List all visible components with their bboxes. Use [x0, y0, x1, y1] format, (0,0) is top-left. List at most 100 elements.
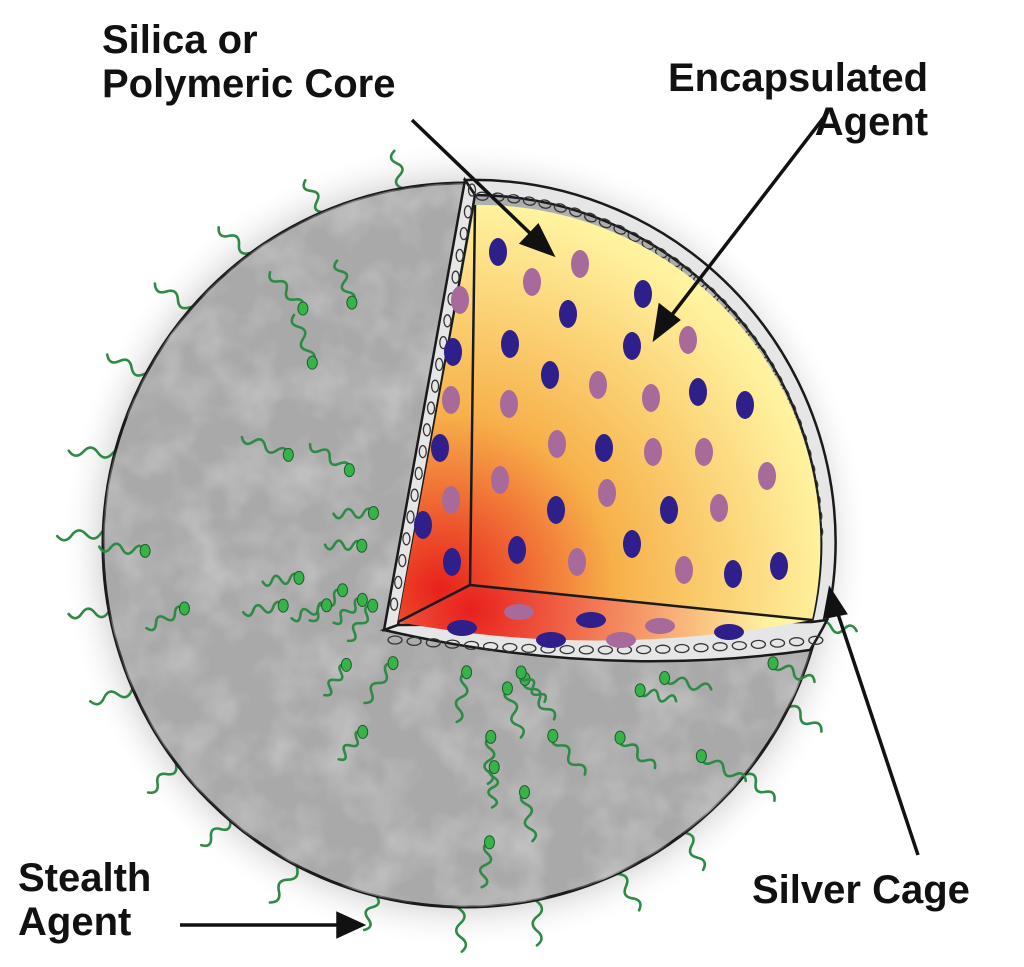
- cage-cell: [788, 637, 805, 647]
- cage-cell: [459, 226, 468, 241]
- core-floor: [398, 585, 812, 641]
- arrow-stealth-head: [336, 911, 367, 939]
- stealth-strand: [240, 435, 290, 457]
- cage-cell: [389, 597, 399, 611]
- cage-cell: [394, 575, 403, 590]
- cage-cell: [467, 183, 477, 197]
- agent-dot: [568, 548, 586, 576]
- cage-cell: [538, 199, 552, 209]
- stealth-strand: [518, 671, 548, 704]
- agent-dot: [695, 438, 713, 466]
- agent-dot: [491, 466, 509, 494]
- stealth-strand: [290, 601, 328, 623]
- cage-cell: [507, 194, 521, 204]
- stealth-strand-head: [356, 592, 368, 607]
- stealth-strand: [323, 663, 348, 697]
- cage-cell: [731, 640, 747, 651]
- agent-dot: [559, 300, 577, 328]
- label-encapsulated-agent: Encapsulated Agent: [668, 56, 928, 144]
- cage-cell: [635, 644, 652, 655]
- stealth-strand-head: [387, 656, 399, 671]
- cage-cell: [502, 642, 518, 653]
- stealth-strand: [337, 730, 364, 762]
- arrow-silver-head: [822, 585, 848, 620]
- label-core: Silica or Polymeric Core: [102, 18, 395, 106]
- arrow-core: [410, 118, 537, 240]
- stealth-strand: [261, 572, 301, 588]
- cage-cell: [443, 314, 452, 328]
- agent-dot: [443, 548, 461, 576]
- stealth-strand: [700, 754, 748, 783]
- cage-cell: [387, 635, 403, 645]
- stealth-strand-head: [293, 570, 305, 585]
- agent-dot: [675, 556, 693, 584]
- agent-dot: [576, 612, 606, 628]
- stealth-strand: [346, 604, 374, 643]
- label-stealth-line2: Agent: [18, 900, 132, 944]
- cage-cell: [655, 644, 671, 654]
- encapsulated-agent-dots: [414, 238, 788, 648]
- stealth-strand: [363, 661, 395, 705]
- cage-cell: [674, 643, 690, 654]
- cage-cell: [435, 357, 444, 372]
- cage-cell: [578, 645, 594, 655]
- cage-cell: [444, 639, 461, 649]
- cage-cell: [422, 423, 432, 437]
- stealth-agent-strands-front: [98, 259, 816, 889]
- stealth-strand-head: [356, 538, 368, 553]
- stealth-strand: [145, 605, 186, 632]
- stealth-strand-head: [357, 724, 369, 739]
- cage-cell: [808, 635, 824, 645]
- stealth-strand: [308, 443, 351, 472]
- stealth-strand-head: [337, 583, 349, 598]
- agent-dot: [523, 268, 541, 296]
- agent-dot: [451, 286, 469, 314]
- label-silver-text: Silver Cage: [752, 868, 970, 912]
- stealth-strand: [290, 313, 316, 364]
- cage-cell: [750, 639, 767, 650]
- stealth-strand-head: [139, 543, 151, 558]
- label-stealth-agent: Stealth Agent: [18, 856, 151, 944]
- agent-dot: [547, 496, 565, 524]
- label-stealth-line1: Stealth: [18, 856, 152, 900]
- agent-dot: [714, 624, 744, 640]
- arrow-core-head: [518, 222, 556, 258]
- core-edge-floor: [469, 583, 813, 622]
- cage-cell: [418, 444, 427, 459]
- cage-cell: [559, 644, 575, 655]
- agent-dot: [660, 496, 678, 524]
- stealth-strand: [333, 259, 356, 304]
- core-edge-vertical: [468, 204, 477, 586]
- stealth-strand: [332, 597, 364, 626]
- agent-dot: [689, 378, 707, 406]
- agent-dot: [595, 434, 613, 462]
- cage-cell: [712, 642, 728, 652]
- cage-cell: [451, 270, 460, 284]
- agent-dot: [500, 390, 518, 418]
- cage-cell: [613, 224, 627, 235]
- cage-cell: [553, 203, 567, 213]
- stealth-strand-head: [485, 729, 497, 744]
- cage-cell: [430, 379, 440, 393]
- stealth-strand-head: [346, 295, 358, 310]
- stealth-strand-head: [321, 598, 333, 613]
- cage-cell: [463, 640, 480, 651]
- agent-dot: [758, 462, 776, 490]
- agent-dot: [623, 530, 641, 558]
- agent-dot: [508, 536, 526, 564]
- stealth-strand-head: [515, 665, 527, 680]
- stealth-strand: [241, 600, 285, 618]
- stealth-strand: [522, 677, 557, 721]
- agent-dot: [724, 560, 742, 588]
- stealth-strand: [663, 676, 713, 691]
- label-core-line2: Polymeric Core: [102, 62, 396, 106]
- annotation-arrows: [180, 110, 920, 939]
- stealth-strand-head: [488, 760, 500, 775]
- cage-cell: [769, 638, 786, 648]
- cage-cell: [521, 643, 537, 654]
- stealth-strand-head: [483, 835, 495, 850]
- cage-cell: [406, 636, 422, 647]
- agent-dot: [679, 326, 697, 354]
- label-agent-line1: Encapsulated: [668, 56, 929, 100]
- agent-dot: [623, 332, 641, 360]
